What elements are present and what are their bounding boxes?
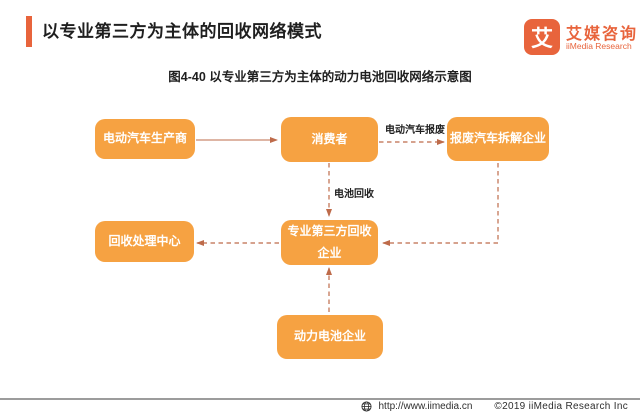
footer-copyright: ©2019 iiMedia Research Inc xyxy=(494,401,628,412)
iimedia-logo-icon: 艾 xyxy=(524,19,560,55)
footer: http://www.iimedia.cn ©2019 iiMedia Rese… xyxy=(361,401,628,412)
title-accent-bar xyxy=(26,16,32,47)
edge-label-ev-scrapping: 电动汽车报废 xyxy=(385,125,445,136)
globe-icon xyxy=(361,401,373,412)
iimedia-logo: 艾 艾媒咨询 iiMedia Research xyxy=(524,19,636,59)
diagram-node-third-party-recycler: 专业第三方回收企业 xyxy=(281,220,378,265)
edge-dismantler-to-thirdparty xyxy=(382,163,499,246)
page-title: 以专业第三方为主体的回收网络模式 xyxy=(42,22,322,41)
diagram-node-scrapped-car-dismantler: 报废汽车拆解企业 xyxy=(447,117,549,161)
footer-url[interactable]: http://www.iimedia.cn xyxy=(378,401,473,412)
diagram-node-power-battery-company: 动力电池企业 xyxy=(277,315,383,359)
diagram-node-ev-manufacturer: 电动汽车生产商 xyxy=(95,119,195,159)
diagram-node-consumer: 消费者 xyxy=(281,117,378,162)
edge-label-battery-recycling: 电池回收 xyxy=(334,189,374,200)
footer-divider xyxy=(0,398,640,400)
figure-caption: 图4-40 以专业第三方为主体的动力电池回收网络示意图 xyxy=(168,70,472,84)
logo-name-cn: 艾媒咨询 xyxy=(566,26,639,43)
diagram-node-recycling-center: 回收处理中心 xyxy=(95,221,194,262)
logo-name-en: iiMedia Research xyxy=(566,41,632,51)
